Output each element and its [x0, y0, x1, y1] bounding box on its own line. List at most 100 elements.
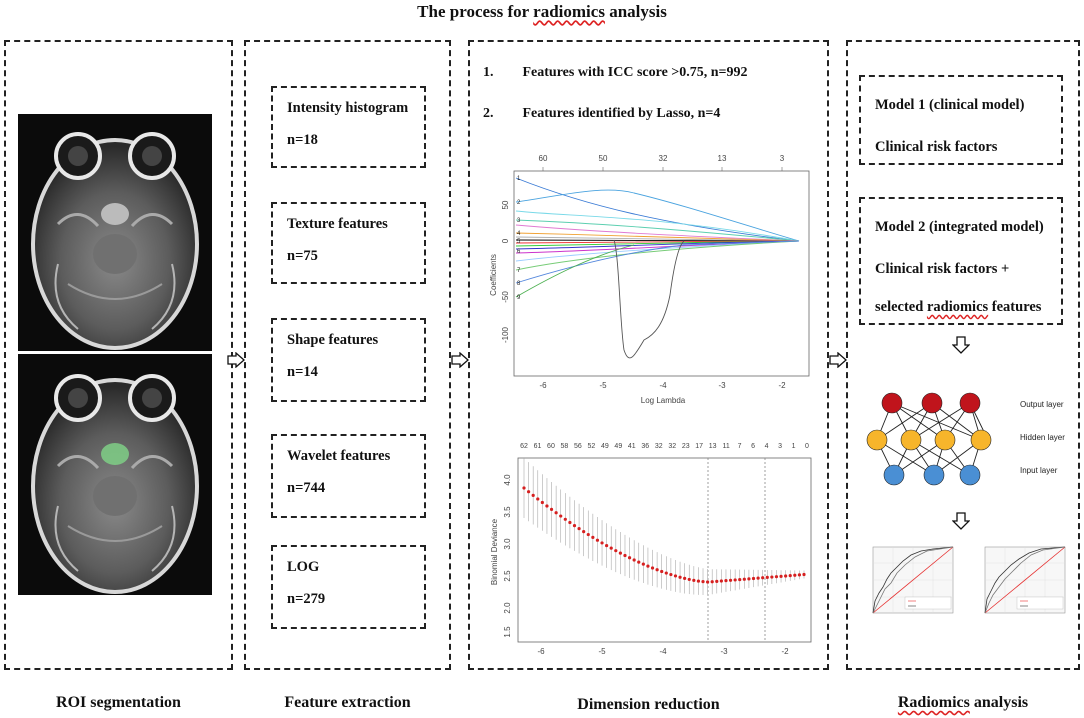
cv-top-tick: 60	[547, 443, 555, 450]
cv-y-tick: 1.5	[503, 626, 512, 638]
analysis-panel	[846, 40, 1080, 670]
coef-y-label: Coefficients	[489, 254, 498, 296]
roi-panel	[4, 40, 233, 670]
svg-text:9: 9	[517, 295, 521, 301]
cv-point	[605, 543, 609, 548]
input-node	[923, 464, 945, 486]
hidden-node	[970, 429, 992, 451]
cv-x-tick: -2	[781, 647, 789, 656]
cv-point	[706, 580, 710, 584]
feature-panel-label: Feature extraction	[284, 694, 411, 711]
analysis-panel-label: Radiomics analysis	[897, 694, 1029, 711]
cv-top-tick: 17	[695, 443, 703, 450]
cv-point	[779, 574, 783, 578]
arrow-right-icon	[829, 352, 847, 368]
coef-x-tick: -6	[539, 381, 547, 390]
svg-text:2: 2	[517, 200, 521, 206]
cv-top-tick: 52	[587, 443, 595, 450]
cv-point	[692, 578, 696, 582]
output-node	[921, 392, 943, 414]
cv-top-tick: 13	[709, 443, 717, 450]
hidden-layer-nodes	[866, 429, 992, 451]
cv-point	[632, 558, 636, 562]
cv-point	[747, 577, 751, 581]
cv-top-tick: 36	[641, 443, 649, 450]
cv-point	[738, 577, 742, 582]
cv-top-tick: 32	[655, 443, 663, 450]
cv-x-tick: -4	[659, 647, 667, 656]
input-node	[883, 464, 905, 486]
cv-y-tick: 2.0	[503, 602, 512, 614]
cv-top-tick: 3	[778, 443, 782, 450]
cv-point	[784, 574, 788, 578]
hidden-node	[866, 429, 888, 451]
cv-point	[646, 564, 650, 568]
cv-point	[563, 517, 567, 521]
cv-point	[641, 562, 645, 566]
cv-point	[724, 579, 728, 583]
cv-top-tick: 6	[751, 443, 755, 450]
coef-y-tick: 50	[501, 200, 510, 209]
model-2-desc2: selected radiomics features	[875, 299, 1042, 315]
cv-top-tick: 32	[668, 443, 676, 450]
cv-point	[522, 486, 526, 490]
cv-point	[756, 576, 760, 580]
arrow-right-icon	[227, 352, 245, 368]
coef-top-tick: 60	[539, 154, 548, 163]
cv-point	[751, 576, 756, 581]
roc-curve-thumbnail-2	[984, 546, 1066, 614]
lasso-coefficient-plot: 60 50 32 13 3 123 456 789 50 0 -5	[489, 154, 810, 405]
cv-point	[710, 580, 714, 584]
cv-point	[797, 573, 802, 577]
input-layer-nodes	[883, 464, 981, 486]
cv-point	[733, 578, 737, 582]
cv-point	[549, 507, 554, 511]
cv-x-tick: -5	[598, 647, 606, 656]
cv-point	[774, 575, 779, 579]
cv-top-tick: 61	[534, 443, 542, 450]
roi-panel-label: ROI segmentation	[56, 694, 181, 711]
cv-point	[545, 504, 549, 508]
output-layer-label: Output layer	[1020, 400, 1064, 409]
svg-text:5: 5	[517, 239, 521, 245]
neural-network-diagram: Output layer Hidden layer Input layer	[866, 392, 1065, 486]
cv-top-tick: 0	[805, 443, 809, 450]
cv-point	[669, 572, 673, 577]
feature-box-texture: Texture features n=75	[271, 202, 426, 284]
cv-point	[793, 573, 797, 577]
page-title: The process for radiomics analysis	[0, 2, 1084, 22]
cv-point	[526, 490, 531, 494]
cv-top-tick: 49	[601, 443, 609, 450]
cv-point	[559, 514, 563, 518]
hidden-node	[934, 429, 956, 451]
input-node	[959, 464, 981, 486]
cv-point	[728, 578, 733, 582]
cv-point	[655, 568, 659, 572]
feature-box-wavelet: Wavelet features n=744	[271, 434, 426, 518]
cv-point	[582, 530, 586, 534]
cv-point	[572, 523, 577, 528]
cv-point	[623, 553, 627, 558]
roi-highlight	[101, 443, 129, 465]
input-layer-label: Input layer	[1020, 466, 1058, 475]
cv-top-tick: 58	[561, 443, 569, 450]
step-2: 2. Features identified by Lasso, n=4	[483, 106, 721, 121]
cv-top-tick: 62	[520, 443, 528, 450]
output-node	[959, 392, 981, 414]
cv-top-tick: 4	[765, 443, 769, 450]
cv-point	[591, 535, 595, 540]
dimension-panel-label: Dimension reduction	[577, 696, 720, 713]
cv-y-tick: 2.5	[503, 570, 512, 582]
cv-point	[577, 527, 581, 531]
cv-point	[637, 560, 641, 564]
cv-point	[650, 566, 655, 570]
cv-point	[568, 520, 572, 525]
coef-top-tick: 3	[780, 154, 785, 163]
feature-box-intensity: Intensity histogram n=18	[271, 86, 426, 168]
cv-point	[554, 511, 558, 515]
arrow-down-icon	[952, 512, 970, 530]
cv-point	[770, 575, 774, 579]
cv-point	[586, 532, 590, 537]
cv-point	[696, 579, 701, 583]
